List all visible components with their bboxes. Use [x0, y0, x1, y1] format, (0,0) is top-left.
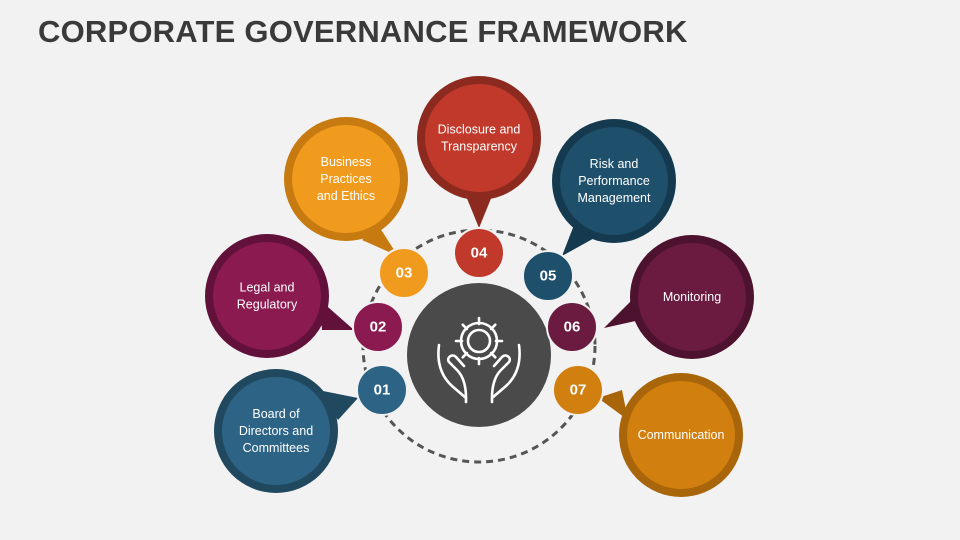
bubble-label: Transparency [441, 140, 518, 154]
number-label: 05 [540, 268, 557, 285]
bubble-label: Legal and [240, 281, 295, 295]
number-badge [546, 301, 598, 353]
bubble-label: and Ethics [317, 189, 375, 203]
framework-item: Communication 07 [552, 364, 743, 497]
number-badge [453, 227, 505, 279]
number-label: 06 [564, 319, 581, 336]
bubble-fill [425, 84, 533, 192]
bubble-fill [292, 125, 400, 233]
number-label: 01 [374, 382, 391, 399]
bubble-label: Directors and [239, 424, 313, 438]
page-title: CORPORATE GOVERNANCE FRAMEWORK [38, 14, 688, 49]
bubble-label: Risk and [590, 157, 639, 171]
bubble-fill [213, 242, 321, 350]
number-badge [552, 364, 604, 416]
number-label: 07 [570, 382, 587, 399]
number-label: 02 [370, 319, 387, 336]
bubble-fill [222, 377, 330, 485]
bubble-label: Disclosure and [438, 123, 521, 137]
center-hub [407, 283, 551, 427]
number-badge [356, 364, 408, 416]
left-hand-icon [437, 343, 468, 404]
hands-gear-icon [437, 316, 521, 404]
bubble-label: Business [321, 155, 372, 169]
bubble-tail [466, 196, 492, 228]
bubble-fill [627, 381, 735, 489]
bubble-label: Board of [252, 407, 300, 421]
bubble-label: Practices [320, 172, 371, 186]
framework-item: Monitoring 06 [546, 235, 754, 359]
bubble-tail [320, 300, 354, 330]
bubble-fill [560, 127, 668, 235]
gear-icon [454, 316, 504, 366]
bubble-fill [638, 243, 746, 351]
bubble-label: Communication [638, 428, 725, 442]
bubble-label: Committees [243, 441, 310, 455]
number-badge [522, 250, 574, 302]
bubble-label: Management [578, 191, 651, 205]
number-badge [378, 247, 430, 299]
bubble-label: Performance [578, 174, 650, 188]
number-label: 04 [471, 245, 488, 262]
bubble-tail [598, 390, 628, 420]
right-hand-icon [490, 343, 521, 404]
bubble-label: Regulatory [237, 298, 298, 312]
number-badge [352, 301, 404, 353]
number-label: 03 [396, 265, 413, 282]
bubble-label: Monitoring [663, 290, 721, 304]
